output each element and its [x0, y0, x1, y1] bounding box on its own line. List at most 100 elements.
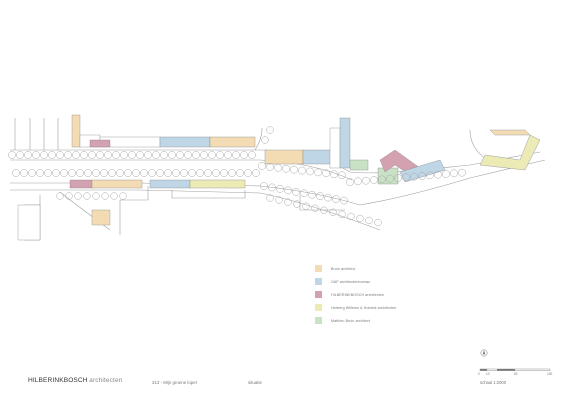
tree-icon	[65, 192, 73, 200]
tree-icon	[228, 169, 236, 177]
tree-icon	[434, 170, 442, 179]
tree-icon	[426, 171, 434, 180]
tree-icon	[386, 174, 394, 183]
legend-item: HILBERINKBOSCH architecten	[315, 288, 455, 301]
tree-icon	[220, 169, 228, 177]
tree-icon	[329, 208, 337, 216]
tree-icon	[260, 182, 268, 190]
legend-label: Bruin architect	[331, 266, 356, 271]
tree-icon	[140, 169, 148, 177]
tree-icon	[196, 169, 204, 177]
tree-icon	[274, 163, 282, 172]
tree-icon	[282, 164, 290, 173]
tree-icon	[56, 192, 64, 200]
tree-icon	[320, 206, 328, 214]
tree-icon	[156, 169, 164, 177]
tree-icon	[104, 151, 112, 159]
scale-tick: 0	[478, 372, 480, 376]
tree-icon	[36, 169, 44, 177]
legend-label: Mathieu Bruin architect	[331, 318, 371, 323]
tree-icon	[101, 192, 109, 200]
tree-icon	[322, 169, 330, 178]
tree-icon	[208, 151, 216, 159]
tree-icon	[168, 151, 176, 159]
tree-icon	[212, 169, 220, 177]
tree-icon	[275, 196, 283, 204]
project-title: 313 - Mijn groene loper	[152, 380, 198, 385]
tree-icon	[192, 151, 200, 159]
tree-icon	[32, 151, 40, 159]
tree-icon	[164, 169, 172, 177]
tree-icon	[442, 170, 450, 178]
scale-tick: 100	[547, 372, 553, 376]
legend-item: Bruin architect	[315, 262, 455, 275]
tree-icon	[204, 169, 212, 177]
buildings	[17, 114, 541, 241]
tree-icon	[276, 185, 284, 193]
tree-icon	[56, 151, 64, 159]
tree-icon	[74, 192, 82, 200]
tree-icon	[216, 151, 224, 159]
tree-icon	[83, 192, 91, 200]
tree-icon	[324, 193, 332, 202]
sheet-title: situatie	[248, 380, 262, 385]
tree-canopy	[8, 126, 466, 227]
legend-item: Mathieu Bruin architect	[315, 314, 455, 327]
tree-icon	[266, 163, 274, 171]
tree-icon	[308, 190, 316, 199]
tree-icon	[48, 151, 56, 159]
tree-icon	[120, 151, 128, 159]
tree-icon	[394, 174, 402, 182]
tree-icon	[84, 169, 92, 177]
scale-bar-labels: 0 10 50 100	[478, 372, 558, 378]
legend-swatch	[315, 278, 322, 285]
tree-icon	[258, 162, 266, 170]
tree-icon	[292, 187, 300, 196]
tree-icon	[20, 169, 28, 177]
tree-icon	[370, 176, 378, 184]
tree-icon	[110, 192, 118, 200]
tree-icon	[266, 126, 274, 134]
scale-tick: 10	[486, 372, 490, 376]
tree-icon	[244, 169, 252, 177]
tree-icon	[374, 218, 382, 227]
tree-icon	[116, 169, 124, 177]
tree-icon	[180, 169, 188, 177]
tree-icon	[52, 169, 60, 177]
tree-icon	[346, 178, 354, 186]
tree-icon	[340, 196, 348, 205]
legend-swatch	[315, 291, 322, 298]
tree-icon	[248, 151, 256, 159]
tree-icon	[354, 177, 362, 186]
tree-icon	[402, 173, 410, 182]
tree-icon	[68, 169, 76, 177]
tree-icon	[266, 194, 274, 202]
tree-icon	[12, 169, 20, 177]
tree-icon	[338, 210, 346, 219]
firm-suffix: architecten	[89, 377, 123, 384]
tree-icon	[40, 151, 48, 159]
tree-icon	[410, 172, 418, 181]
tree-icon	[44, 169, 52, 177]
tree-icon	[378, 175, 386, 184]
tree-icon	[28, 169, 36, 177]
tree-icon	[64, 151, 72, 159]
tree-icon	[119, 192, 127, 200]
tree-icon	[356, 214, 364, 223]
tree-icon	[128, 151, 136, 159]
tree-icon	[298, 166, 306, 175]
tree-icon	[450, 169, 458, 178]
tree-icon	[132, 169, 140, 177]
tree-icon	[152, 151, 160, 159]
tree-icon	[8, 151, 16, 159]
tree-icon	[188, 169, 196, 177]
tree-icon	[314, 168, 322, 177]
tree-icon	[160, 151, 168, 159]
scale-label: schaal 1:2000	[480, 380, 507, 385]
tree-icon	[60, 169, 68, 177]
firm-title: HILBERINKBOSCH architecten	[28, 377, 123, 387]
tree-icon	[365, 216, 373, 225]
tree-icon	[347, 212, 355, 221]
tree-icon	[302, 202, 310, 210]
legend-label: HILBERINKBOSCH architecten	[331, 292, 384, 297]
